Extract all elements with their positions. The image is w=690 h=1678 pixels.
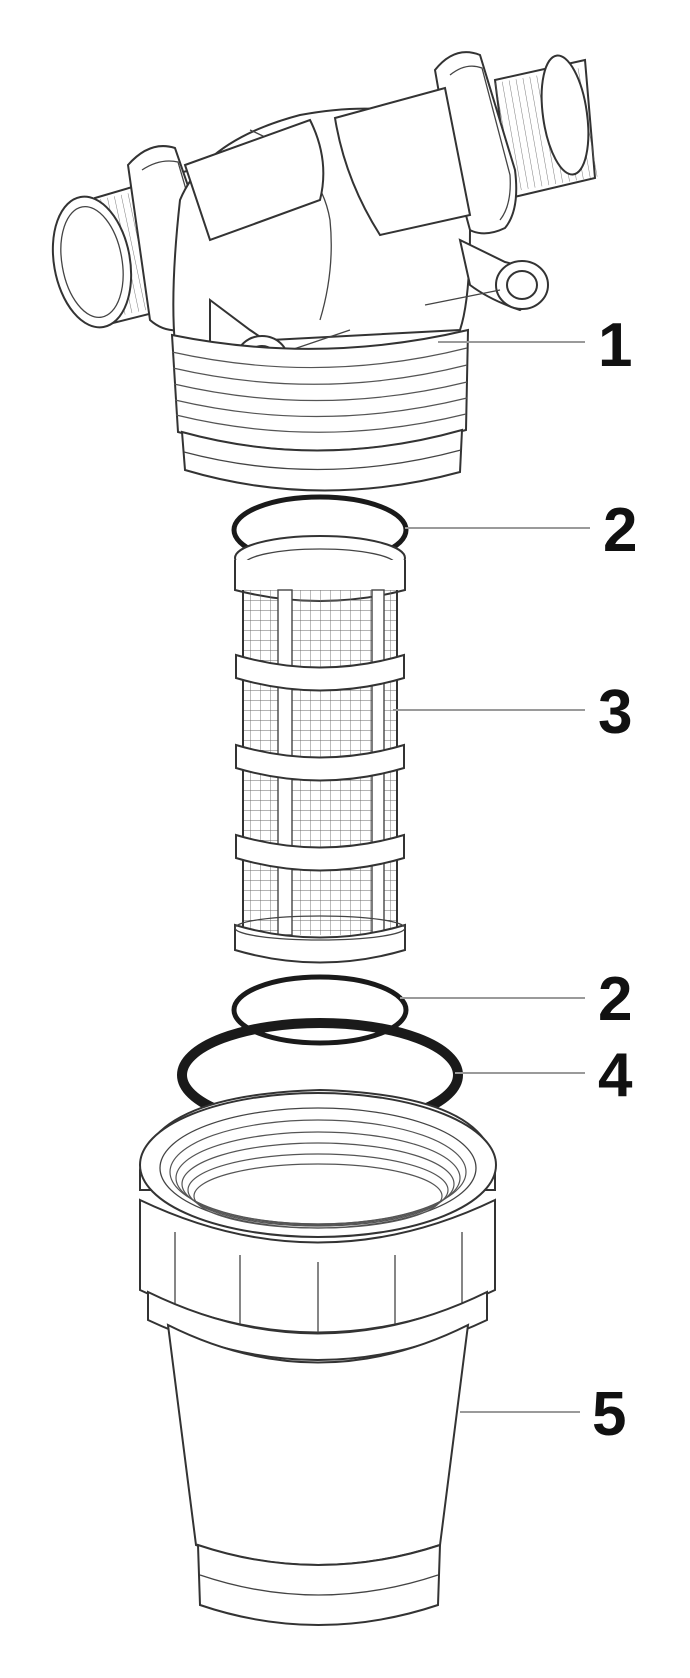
mesh-ribs xyxy=(235,653,405,872)
part-label-1: 1 xyxy=(598,311,632,380)
lower-o-ring xyxy=(231,974,409,1046)
right-mounting-lug xyxy=(424,238,549,312)
bowl-internal-thread xyxy=(169,1119,467,1229)
head-threaded-collar xyxy=(170,328,470,492)
part-label-4: 4 xyxy=(598,1041,633,1110)
leader-lines xyxy=(393,341,590,1413)
filter-bowl xyxy=(139,1088,497,1626)
part-label-2-lower: 2 xyxy=(598,965,632,1034)
part-label-3: 3 xyxy=(598,678,632,747)
mesh-screen xyxy=(234,535,406,964)
part-label-2-upper: 2 xyxy=(603,496,637,565)
part-label-5: 5 xyxy=(592,1380,626,1449)
filter-head xyxy=(51,51,599,492)
part-labels: 1 2 3 2 4 5 xyxy=(592,311,637,1449)
